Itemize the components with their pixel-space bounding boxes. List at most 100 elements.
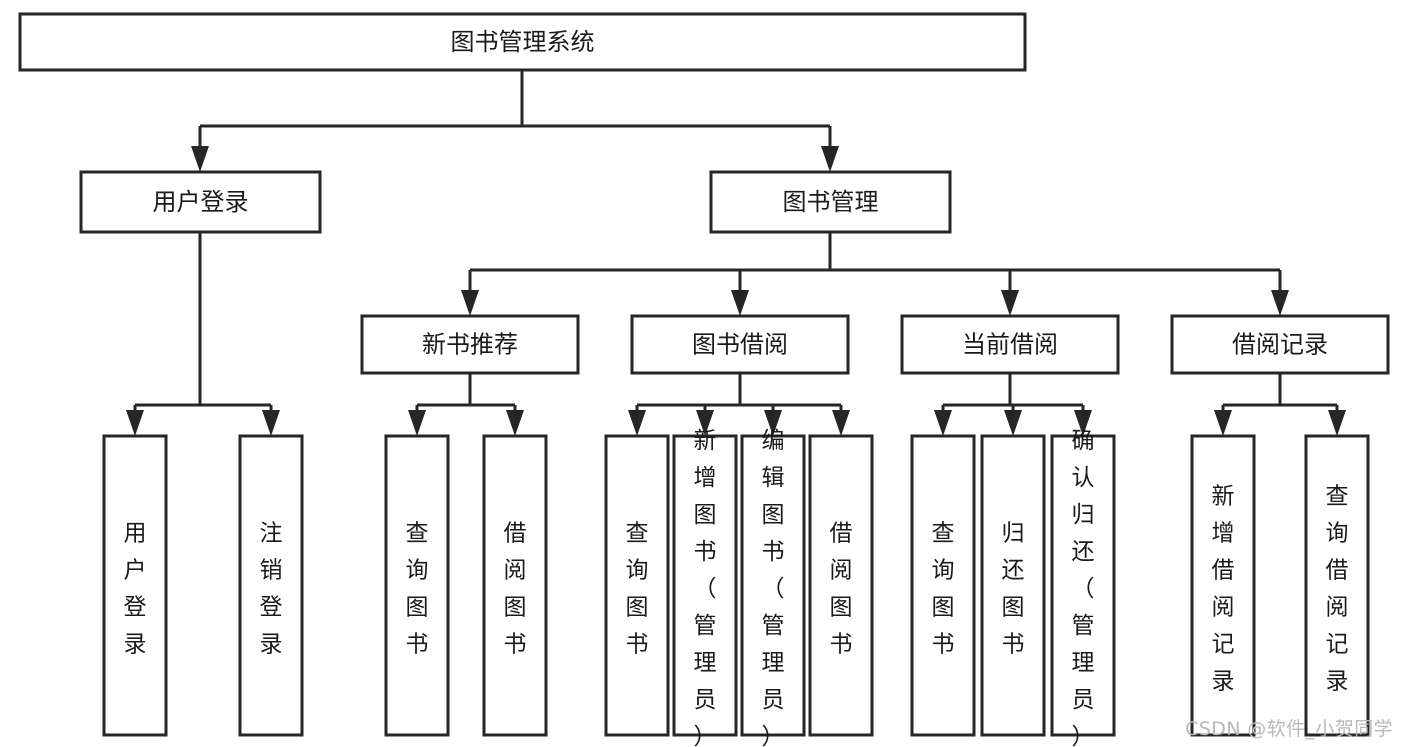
node-label-leaf-add-book-admin-char: 员	[694, 687, 717, 713]
node-label-leaf-add-book-admin-char: （	[694, 576, 717, 602]
node-box-book-borrow[interactable]	[630, 314, 850, 375]
node-label-leaf-edit-book-admin-char: 书	[762, 539, 785, 565]
arrow-head-icon	[461, 290, 479, 316]
node-label-leaf-borrow-book-recommend-char: 图	[504, 594, 527, 620]
node-box-borrow-record[interactable]	[1170, 314, 1390, 375]
node-label-leaf-return-book-char: 图	[1002, 594, 1025, 620]
node-label-leaf-query-book-borrow-char: 书	[626, 631, 649, 657]
node-label-leaf-query-borrow-record-char: 查	[1326, 483, 1349, 509]
node-box-root[interactable]	[18, 12, 1027, 72]
node-label-leaf-query-borrow-record-char: 询	[1326, 520, 1349, 546]
node-label-leaf-confirm-return-admin-char: 认	[1072, 465, 1095, 491]
node-label-leaf-borrow-book-recommend-char: 书	[504, 631, 527, 657]
node-box-leaf-user-login[interactable]	[102, 434, 168, 737]
node-label-root: 图书管理系统	[451, 28, 595, 56]
node-book-borrow[interactable]: 图书借阅	[630, 314, 850, 375]
node-label-leaf-query-book-borrow-char: 询	[626, 557, 649, 583]
node-label-leaf-query-book-recommend-char: 图	[406, 594, 429, 620]
node-label-leaf-logout-login-char: 销	[260, 557, 283, 583]
node-book-management[interactable]: 图书管理	[709, 170, 952, 234]
node-label-leaf-add-book-admin-char: ）	[694, 724, 717, 747]
node-label-leaf-add-book-admin-char: 新	[694, 428, 717, 454]
node-current-borrow[interactable]: 当前借阅	[900, 314, 1120, 375]
node-box-leaf-query-book-current[interactable]	[910, 434, 976, 737]
node-root[interactable]: 图书管理系统	[18, 12, 1027, 72]
node-new-book-recommend[interactable]: 新书推荐	[360, 314, 580, 375]
node-label-leaf-edit-book-admin-char: 员	[762, 687, 785, 713]
node-user-login[interactable]: 用户登录	[79, 170, 322, 234]
arrow-head-icon	[1271, 290, 1289, 316]
arrow-head-icon	[506, 410, 524, 436]
node-label-leaf-confirm-return-admin-char: 还	[1072, 539, 1095, 565]
node-box-leaf-confirm-return-admin[interactable]	[1050, 434, 1116, 737]
node-layer: 图书管理系统用户登录图书管理新书推荐图书借阅当前借阅借阅记录用户登录注销登录查询…	[18, 12, 1390, 747]
node-label-leaf-borrow-book-char: 图	[830, 594, 853, 620]
node-box-leaf-logout-login[interactable]	[238, 434, 304, 737]
node-label-leaf-logout-login-char: 录	[260, 631, 283, 657]
node-box-leaf-return-book[interactable]	[980, 434, 1046, 737]
node-label-leaf-user-login-char: 户	[124, 557, 147, 583]
arrow-head-icon	[731, 290, 749, 316]
node-label-leaf-confirm-return-admin-char: 归	[1072, 502, 1095, 528]
node-label-leaf-confirm-return-admin-char: 确	[1072, 428, 1095, 454]
node-label-leaf-query-book-current-char: 书	[932, 631, 955, 657]
node-label-leaf-user-login-char: 用	[124, 520, 147, 546]
node-box-leaf-edit-book-admin[interactable]	[740, 434, 806, 737]
node-label-leaf-query-book-recommend-char: 书	[406, 631, 429, 657]
node-label-leaf-borrow-book-recommend-char: 借	[504, 520, 527, 546]
node-box-leaf-query-book-borrow[interactable]	[604, 434, 670, 737]
node-box-current-borrow[interactable]	[900, 314, 1120, 375]
arrow-head-icon	[1074, 410, 1092, 436]
node-box-leaf-add-book-admin[interactable]	[672, 434, 738, 737]
arrow-head-icon	[934, 410, 952, 436]
node-label-leaf-query-book-current-char: 图	[932, 594, 955, 620]
node-box-leaf-query-book-recommend[interactable]	[384, 434, 450, 737]
arrow-head-icon	[696, 410, 714, 436]
arrow-head-icon	[262, 410, 280, 436]
node-label-leaf-return-book-char: 还	[1002, 557, 1025, 583]
node-label-leaf-query-borrow-record-char: 阅	[1326, 594, 1349, 620]
node-box-leaf-add-borrow-record[interactable]	[1190, 434, 1256, 737]
arrow-head-icon	[821, 146, 839, 172]
node-box-leaf-query-borrow-record[interactable]	[1304, 434, 1370, 737]
node-borrow-record[interactable]: 借阅记录	[1170, 314, 1390, 375]
node-label-leaf-edit-book-admin-char: （	[762, 576, 785, 602]
node-label-leaf-query-book-current-char: 询	[932, 557, 955, 583]
node-label-leaf-return-book-char: 归	[1002, 520, 1025, 546]
arrow-head-icon	[764, 410, 782, 436]
node-box-new-book-recommend[interactable]	[360, 314, 580, 375]
node-label-leaf-confirm-return-admin-char: ）	[1072, 724, 1095, 747]
arrow-head-icon	[628, 410, 646, 436]
node-label-leaf-edit-book-admin-char: ）	[762, 724, 785, 747]
node-label-leaf-add-book-admin-char: 书	[694, 539, 717, 565]
node-box-leaf-borrow-book-recommend[interactable]	[482, 434, 548, 737]
node-label-leaf-logout-login-char: 登	[260, 594, 283, 620]
node-box-user-login[interactable]	[79, 170, 322, 234]
arrow-head-icon	[1001, 290, 1019, 316]
node-label-leaf-confirm-return-admin-char: 员	[1072, 687, 1095, 713]
node-box-book-management[interactable]	[709, 170, 952, 234]
node-label-leaf-add-book-admin-char: 增	[694, 465, 717, 491]
node-box-leaf-borrow-book[interactable]	[808, 434, 874, 737]
node-label-leaf-borrow-book-recommend-char: 阅	[504, 557, 527, 583]
node-label-leaf-borrow-book-char: 阅	[830, 557, 853, 583]
node-label-leaf-query-book-borrow-char: 图	[626, 594, 649, 620]
node-leaf-user-login[interactable]: 用户登录	[102, 434, 168, 737]
node-label-borrow-record: 借阅记录	[1232, 331, 1328, 359]
node-label-book-borrow: 图书借阅	[692, 331, 788, 359]
node-label-leaf-query-book-recommend-char: 查	[406, 520, 429, 546]
